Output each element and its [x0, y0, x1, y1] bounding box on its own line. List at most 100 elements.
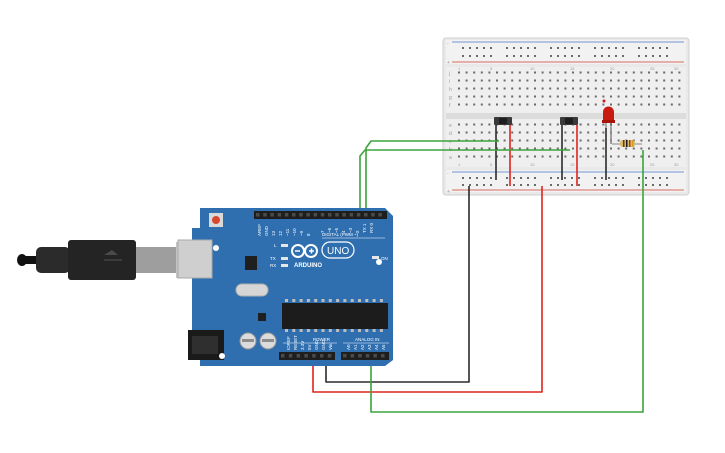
hole [526, 147, 529, 150]
pushbutton-1[interactable] [494, 117, 512, 125]
hole [564, 139, 567, 142]
hole [465, 87, 468, 90]
hole [534, 87, 536, 90]
hole [602, 123, 605, 126]
resistor[interactable] [612, 140, 642, 147]
hole [617, 95, 620, 98]
hole [534, 184, 536, 186]
hole [469, 47, 471, 49]
wire-green-d2[interactable] [359, 149, 570, 216]
hole [480, 131, 483, 134]
hole [564, 131, 567, 134]
hole [678, 103, 681, 106]
hole [312, 354, 316, 358]
hole [670, 139, 673, 142]
regulator [258, 313, 266, 321]
hole [617, 71, 620, 74]
wire-green-d3[interactable] [365, 140, 499, 216]
row-label: g [449, 95, 452, 101]
breadboard[interactable]: - + - + j i h g f e d c b a 1 5 10 15 20… [442, 37, 690, 196]
hole [625, 71, 628, 74]
hole [321, 329, 325, 332]
hole [564, 147, 567, 150]
hole [281, 354, 285, 358]
hole [579, 123, 582, 126]
hole [526, 123, 529, 126]
column-label: 10 [530, 66, 535, 71]
pin-label: 13 [271, 230, 276, 236]
digital-header[interactable] [254, 211, 387, 219]
hole [594, 177, 596, 179]
hole [579, 87, 582, 90]
hole [511, 155, 514, 158]
hole [288, 354, 293, 358]
hole [556, 139, 559, 142]
hole [572, 155, 574, 158]
hole [659, 47, 661, 49]
hole [483, 47, 485, 49]
hole [652, 47, 654, 49]
hole [678, 87, 681, 90]
hole [473, 147, 476, 150]
hole [458, 131, 460, 134]
hole [465, 123, 468, 126]
hole [483, 184, 485, 186]
hole [526, 87, 529, 90]
hole [496, 95, 498, 98]
hole [511, 71, 514, 74]
hole [549, 139, 552, 142]
mounting-hole [219, 353, 225, 359]
hole [594, 55, 596, 57]
hole [469, 55, 471, 57]
hole [483, 177, 485, 179]
hole [518, 147, 521, 150]
hole [534, 123, 536, 126]
wire-green-a0[interactable] [370, 150, 644, 413]
arduino-infinity-icon [291, 244, 318, 258]
hole [655, 131, 658, 134]
analog-pin-labels: A0 A1 A2 A3 A4 A5 [346, 344, 386, 350]
hole [527, 177, 529, 179]
wires[interactable] [312, 125, 644, 413]
hole [372, 329, 376, 332]
pin-label: Vin [328, 343, 333, 350]
hole [602, 131, 605, 134]
hole [513, 47, 515, 49]
hole [564, 79, 567, 82]
hole [458, 103, 460, 106]
hole [285, 329, 288, 332]
led-indicator-dot [602, 99, 606, 103]
hole [506, 55, 508, 57]
wire-black-gnd[interactable] [325, 186, 470, 383]
hole [557, 55, 559, 57]
hole [556, 147, 559, 150]
wire-red-5v[interactable] [312, 186, 543, 393]
hole [625, 147, 628, 150]
pin-label: ~3 [348, 227, 353, 233]
hole [622, 184, 624, 186]
hole [488, 131, 491, 134]
column-labels: 1 5 10 15 20 25 30 1 5 10 15 20 25 30 [458, 66, 679, 167]
hole [550, 177, 552, 179]
model-label: UNO [327, 246, 349, 257]
hole [556, 103, 559, 106]
hole [513, 55, 515, 57]
hole [594, 155, 597, 158]
hole [488, 95, 491, 98]
hole [678, 123, 681, 126]
hole [608, 184, 610, 186]
hole [496, 131, 498, 134]
mounting-hole [376, 259, 382, 265]
analog-header[interactable] [341, 352, 389, 360]
hole [610, 155, 612, 158]
hole [663, 103, 666, 106]
crystal [235, 283, 269, 297]
rail-minus-sign-bottom: - [447, 171, 449, 177]
pushbutton-2[interactable] [560, 117, 578, 125]
led-red[interactable] [602, 99, 615, 129]
hole [292, 299, 296, 302]
usb-symbol-icon [104, 250, 118, 255]
arduino-uno-board[interactable]: L TX RX ON ARDUINO UNO DIGITAL (PWM ~) P… [177, 208, 393, 366]
hole [663, 87, 666, 90]
